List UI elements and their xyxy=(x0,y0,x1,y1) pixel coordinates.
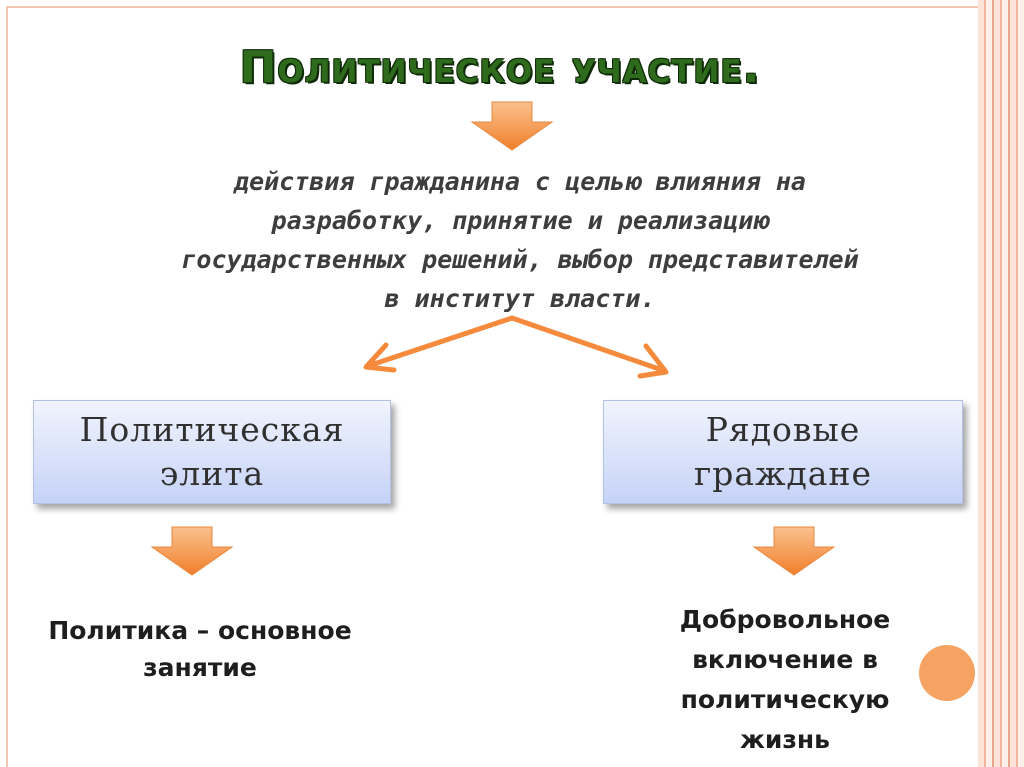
definition-line: государственных решений, выбор представи… xyxy=(181,245,859,274)
frame-line-top xyxy=(6,6,978,8)
citizens-result-text: Добровольное включение в политическую жи… xyxy=(640,600,930,760)
result-line: Политика – основное xyxy=(48,616,352,645)
box-label: элита xyxy=(159,454,265,493)
box-label: Рядовые xyxy=(705,410,861,449)
definition-text: действия гражданина с целью влияния на р… xyxy=(80,162,960,318)
decorative-stripes xyxy=(978,0,1024,767)
decorative-circle xyxy=(919,645,975,701)
result-line: занятие xyxy=(143,653,257,682)
political-elite-box: Политическая элита xyxy=(33,400,391,504)
down-arrow-icon xyxy=(470,101,554,151)
definition-line: действия гражданина с целью влияния на xyxy=(234,167,806,196)
down-arrow-icon xyxy=(752,526,836,576)
result-line: политическую xyxy=(680,685,890,714)
box-label: Политическая xyxy=(79,410,345,449)
box-label: граждане xyxy=(694,454,872,493)
down-arrow-icon xyxy=(150,526,234,576)
result-line: Добровольное xyxy=(679,605,891,634)
elite-result-text: Политика – основное занятие xyxy=(10,612,390,686)
slide-title: Политическое участие. xyxy=(239,42,761,93)
definition-line: в институт власти. xyxy=(384,284,656,313)
double-branch-arrow-icon xyxy=(363,315,669,379)
definition-line: разработку, принятие и реализацию xyxy=(271,206,769,235)
result-line: включение в xyxy=(692,645,878,674)
ordinary-citizens-box: Рядовые граждане xyxy=(603,400,963,504)
frame-line-left xyxy=(6,6,8,767)
result-line: жизнь xyxy=(739,725,830,754)
